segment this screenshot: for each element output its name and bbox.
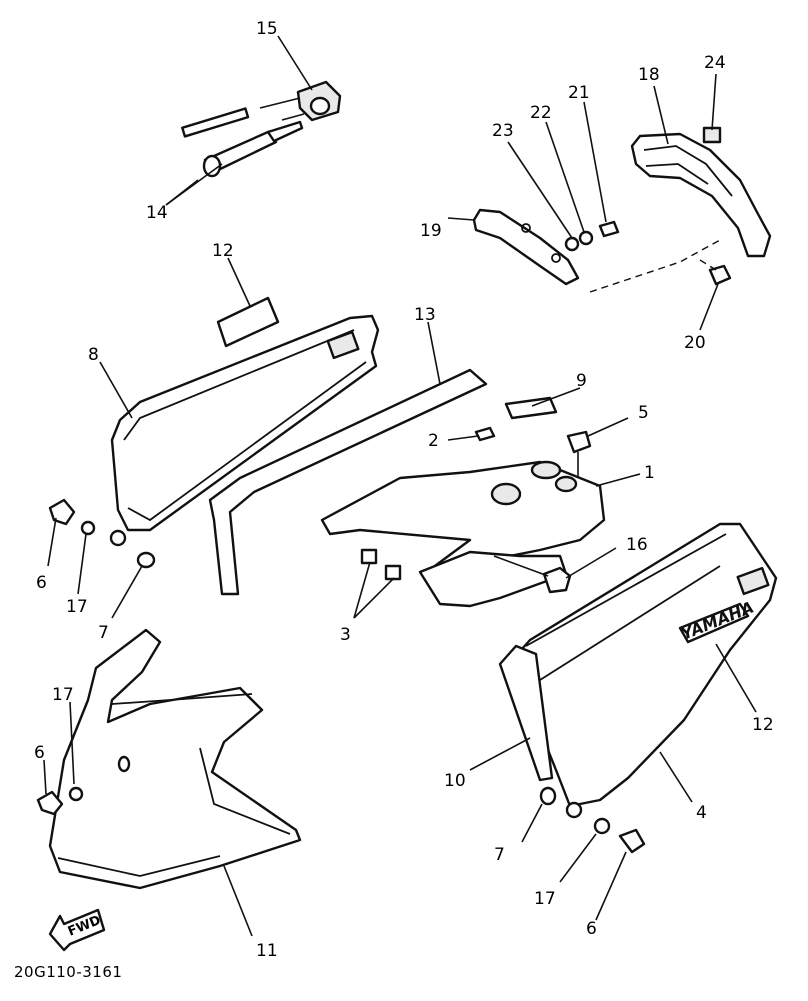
callout-2: 2 [428, 431, 439, 451]
tail-cover [630, 126, 772, 258]
label-2 [474, 426, 496, 442]
right-side-cover: YAMAHA [510, 522, 778, 819]
callout-17-lower-right: 17 [534, 889, 556, 909]
callout-16: 16 [626, 535, 648, 555]
callout-6-lower-right: 6 [586, 919, 597, 939]
right-trim-strip [498, 644, 554, 782]
callout-19: 19 [420, 221, 442, 241]
callout-3: 3 [340, 625, 351, 645]
callout-10: 10 [444, 771, 466, 791]
callout-23: 23 [492, 121, 514, 141]
hardware-left-lower [36, 786, 84, 816]
callout-numbers: 15 14 12 8 13 9 2 5 1 16 3 19 23 22 21 1… [34, 19, 774, 961]
label-9 [504, 396, 558, 420]
callout-4: 4 [696, 803, 707, 823]
bolt-washers-small [564, 220, 620, 252]
damper-16 [542, 566, 572, 594]
callout-17-lower-left: 17 [52, 685, 74, 705]
bolt-20 [708, 264, 732, 286]
callout-8: 8 [88, 345, 99, 365]
callout-17-upper: 17 [66, 597, 88, 617]
callout-18: 18 [638, 65, 660, 85]
trim-strip [208, 368, 488, 596]
callout-7-lower: 7 [494, 845, 505, 865]
screw-5 [566, 430, 592, 454]
callout-13: 13 [414, 305, 436, 325]
callout-7-upper: 7 [98, 623, 109, 643]
callout-14: 14 [146, 203, 168, 223]
callout-6-upper: 6 [36, 573, 47, 593]
emblem-upper [216, 296, 280, 348]
callout-22: 22 [530, 103, 552, 123]
forward-direction-arrow: FWD [48, 908, 106, 952]
callout-21: 21 [568, 83, 590, 103]
callout-15: 15 [256, 19, 278, 39]
callout-12-right: 12 [752, 715, 774, 735]
callout-1: 1 [644, 463, 655, 483]
bracket [472, 208, 580, 286]
leader-lines [43, 35, 757, 937]
hardware-right-lower [539, 786, 646, 854]
callout-24: 24 [704, 53, 726, 73]
left-side-cover [109, 314, 380, 547]
grommet-3a [360, 548, 378, 565]
lock-assembly [181, 80, 342, 178]
lower-leg-shield [48, 628, 302, 890]
callout-5: 5 [638, 403, 649, 423]
grommet-3b [384, 564, 402, 581]
drawing-code: 20G110-3161 [14, 963, 123, 981]
callout-6-lower-left: 6 [34, 743, 45, 763]
callout-12-top: 12 [212, 241, 234, 261]
callout-20: 20 [684, 333, 706, 353]
callout-9: 9 [576, 371, 587, 391]
callout-11: 11 [256, 941, 278, 961]
